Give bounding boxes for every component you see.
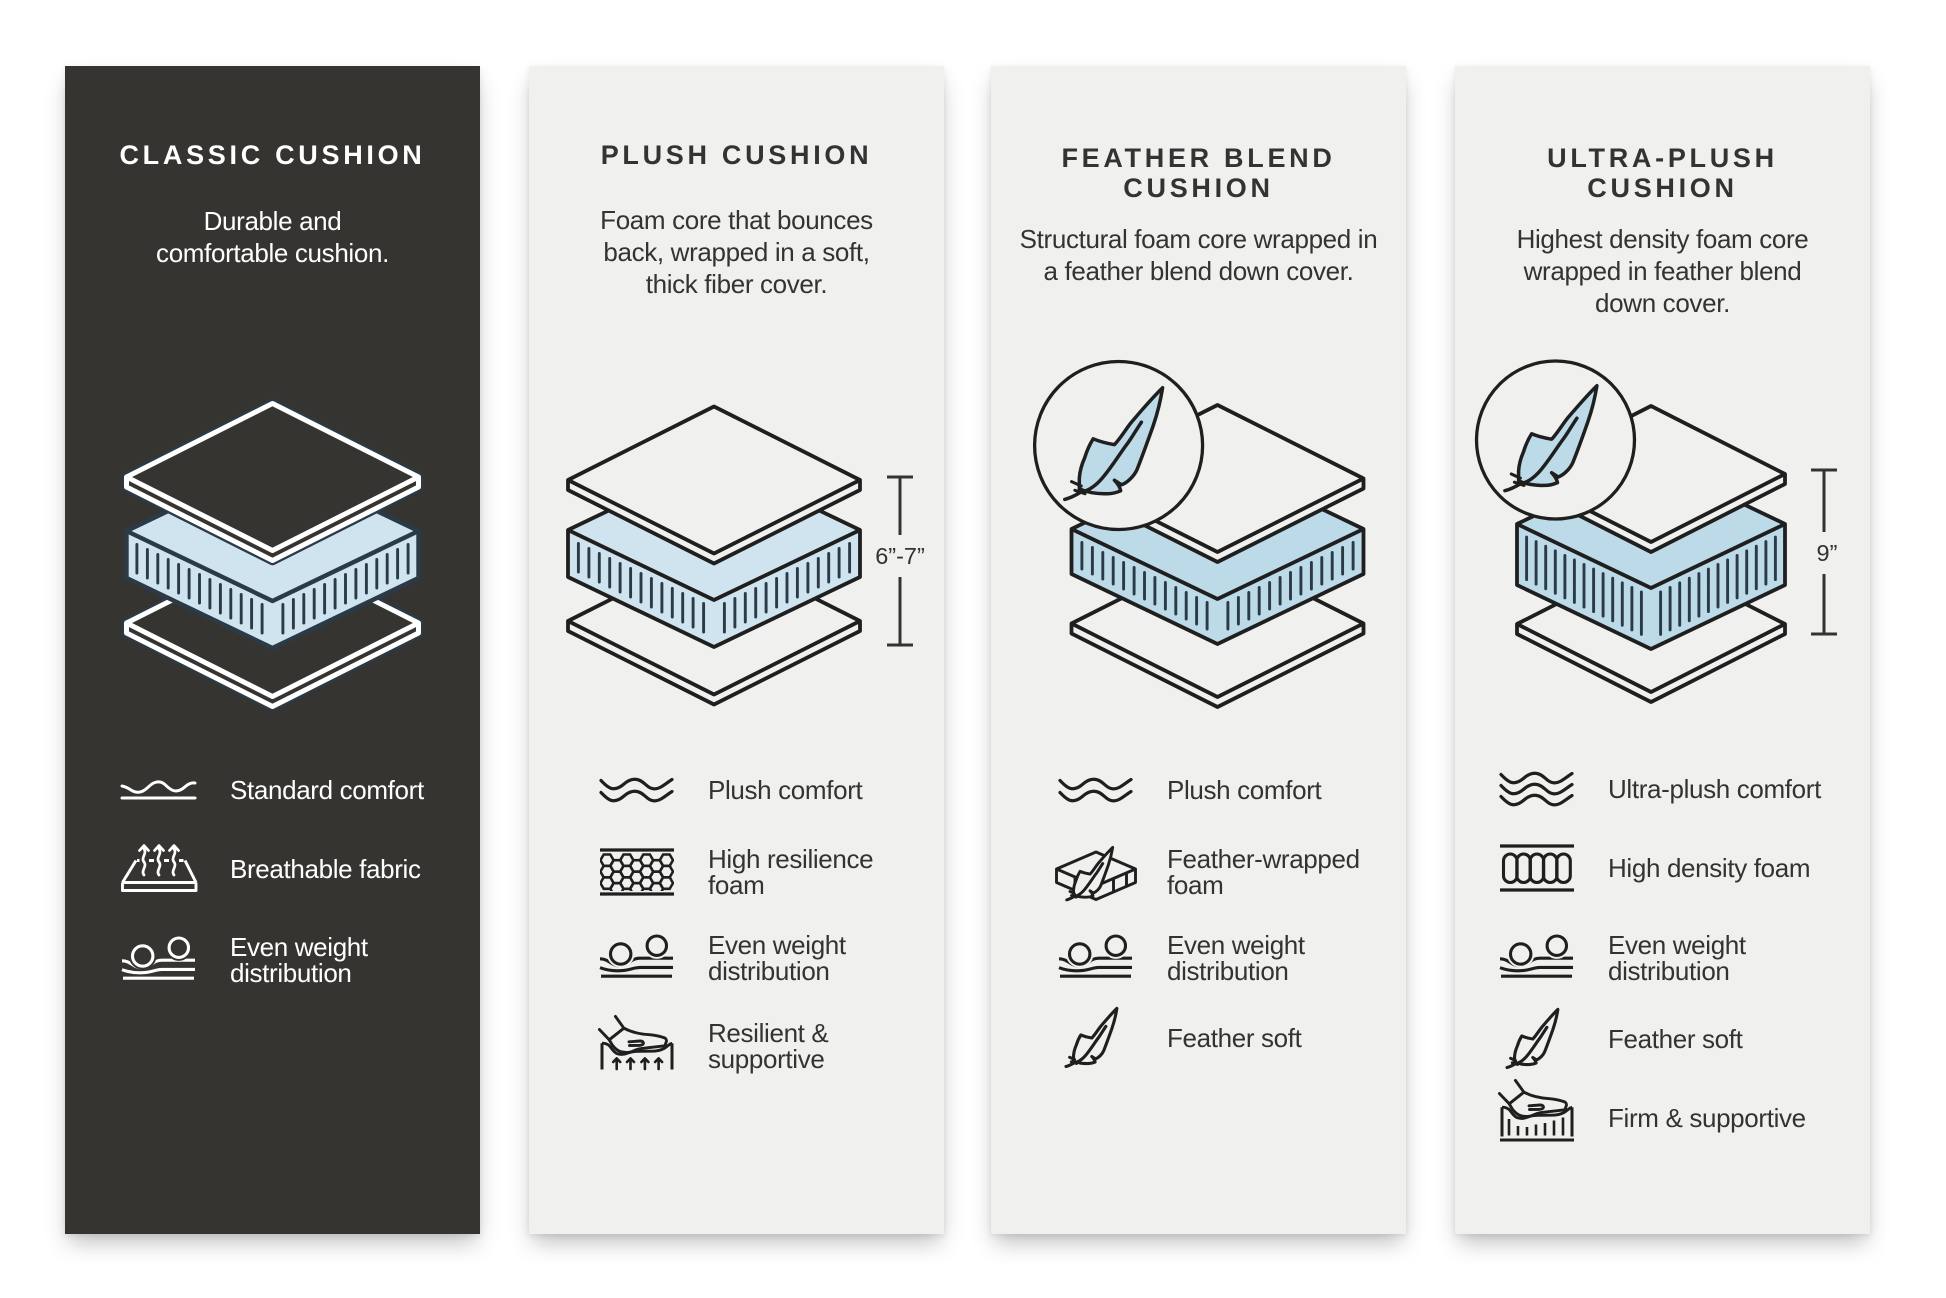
svg-text:6”-7”: 6”-7” xyxy=(875,543,925,569)
svg-text:9”: 9” xyxy=(1817,540,1838,566)
